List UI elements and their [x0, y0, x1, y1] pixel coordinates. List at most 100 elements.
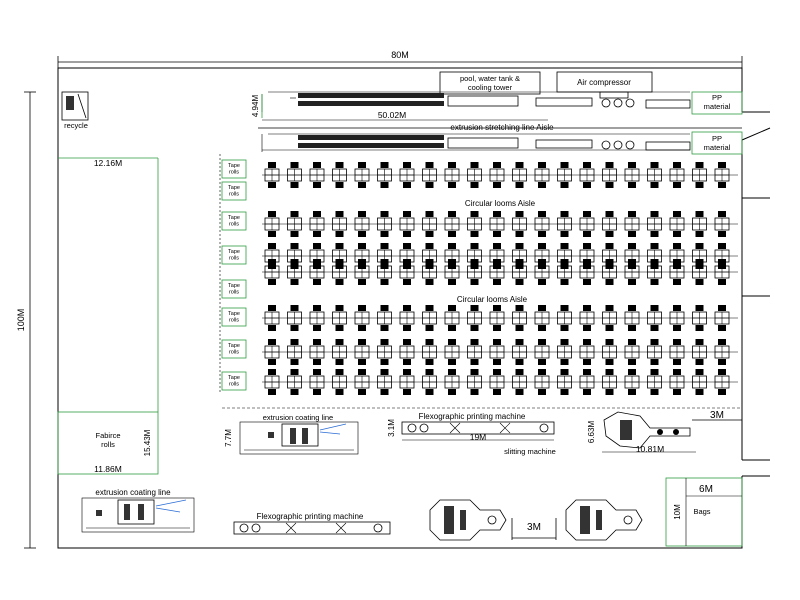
circular-loom	[422, 368, 437, 396]
circular-loom	[647, 210, 662, 238]
circular-loom	[714, 242, 730, 270]
circular-loom	[444, 210, 460, 238]
circular-loom	[579, 258, 595, 286]
circular-loom	[354, 304, 370, 332]
circular-loom	[444, 304, 460, 332]
circular-loom	[377, 368, 392, 396]
circular-loom	[714, 210, 730, 238]
tape-rolls-label-line: rolls	[229, 256, 239, 262]
tape-rolls-label-line: Tape	[228, 311, 240, 317]
circular-loom	[692, 304, 707, 332]
circular-loom	[332, 210, 347, 238]
tape-rolls-label-line: Tape	[228, 163, 240, 169]
loom-aisle-label-1: Circular looms Aisle	[465, 199, 536, 208]
circular-loom	[309, 368, 325, 396]
circular-loom	[602, 258, 617, 286]
circular-loom	[512, 368, 527, 396]
circular-loom	[467, 161, 482, 189]
stretching-line-length-label: 50.02M	[378, 110, 406, 120]
overall-width-label: 80M	[391, 50, 409, 60]
circular-loom	[422, 258, 437, 286]
circular-loom	[602, 338, 617, 366]
circular-loom	[647, 304, 662, 332]
circular-loom	[512, 258, 527, 286]
flexographic-printing-machine-bottom: Flexographic printing machine	[233, 512, 391, 535]
circular-loom	[377, 210, 392, 238]
circular-loom	[399, 210, 415, 238]
right-3m-label: 3M	[710, 410, 724, 421]
air-compressor-label: Air compressor	[577, 78, 631, 87]
tape-rolls-label-line: rolls	[229, 192, 239, 198]
circular-loom	[557, 242, 572, 270]
bottom-dimension-3m: 3M	[511, 518, 557, 540]
circular-loom	[444, 258, 460, 286]
circular-loom	[602, 242, 617, 270]
circular-loom	[354, 161, 370, 189]
circular-loom	[579, 161, 595, 189]
circular-loom	[512, 338, 527, 366]
bag-making-machine-right	[565, 499, 643, 541]
circular-loom	[647, 258, 662, 286]
bags-width-label: 6M	[699, 484, 713, 495]
circular-loom	[332, 161, 347, 189]
tape-rolls-label-line: rolls	[229, 350, 239, 356]
circular-loom	[579, 210, 595, 238]
circular-loom	[264, 242, 280, 270]
circular-loom	[264, 338, 280, 366]
tape-rolls-label-line: rolls	[229, 318, 239, 324]
circular-loom	[354, 242, 370, 270]
circular-loom	[669, 304, 685, 332]
circular-loom	[377, 304, 392, 332]
tape-rolls-label-line: Tape	[228, 215, 240, 221]
overall-length-dimension: 100M	[16, 91, 36, 549]
circular-loom	[264, 258, 280, 286]
circular-loom	[332, 304, 347, 332]
circular-loom	[647, 368, 662, 396]
tape-rolls-label-line: Tape	[228, 375, 240, 381]
tape-rolls-label-line: rolls	[229, 290, 239, 296]
circular-loom	[512, 210, 527, 238]
circular-loom	[422, 210, 437, 238]
circular-loom	[444, 242, 460, 270]
circular-loom	[534, 242, 550, 270]
circular-loom	[557, 210, 572, 238]
recycle-area: recycle	[61, 91, 89, 130]
circular-loom	[647, 242, 662, 270]
circular-loom	[489, 338, 505, 366]
circular-loom	[714, 161, 730, 189]
pp-material-bottom-line2: material	[704, 143, 731, 152]
circular-loom	[557, 368, 572, 396]
tape-rolls-label-line: Tape	[228, 343, 240, 349]
fabric-depth-label: 15.43M	[143, 429, 152, 456]
flexo-middle-length-label: 19M	[470, 432, 487, 442]
circular-loom	[354, 368, 370, 396]
circular-loom	[354, 258, 370, 286]
circular-loom	[579, 368, 595, 396]
circular-loom	[444, 338, 460, 366]
flexographic-printing-machine-middle: Flexographic printing machine 3.1M 19M s…	[387, 412, 556, 456]
circular-loom	[692, 161, 707, 189]
pool-label-line1: pool, water tank &	[460, 74, 520, 83]
circular-loom	[354, 210, 370, 238]
slitting-machine-height-label: 6.63M	[587, 421, 596, 444]
circular-loom	[467, 338, 482, 366]
circular-loom	[489, 210, 505, 238]
flexo-bottom-label: Flexographic printing machine	[257, 512, 364, 521]
storage-area: 12.16M	[58, 157, 159, 412]
extrusion-coating-line-bottom: extrusion coating line	[81, 488, 195, 533]
overall-width-dimension: 80M	[57, 50, 743, 68]
circular-loom	[287, 338, 302, 366]
air-compressor: Air compressor	[556, 71, 653, 93]
circular-loom	[377, 338, 392, 366]
